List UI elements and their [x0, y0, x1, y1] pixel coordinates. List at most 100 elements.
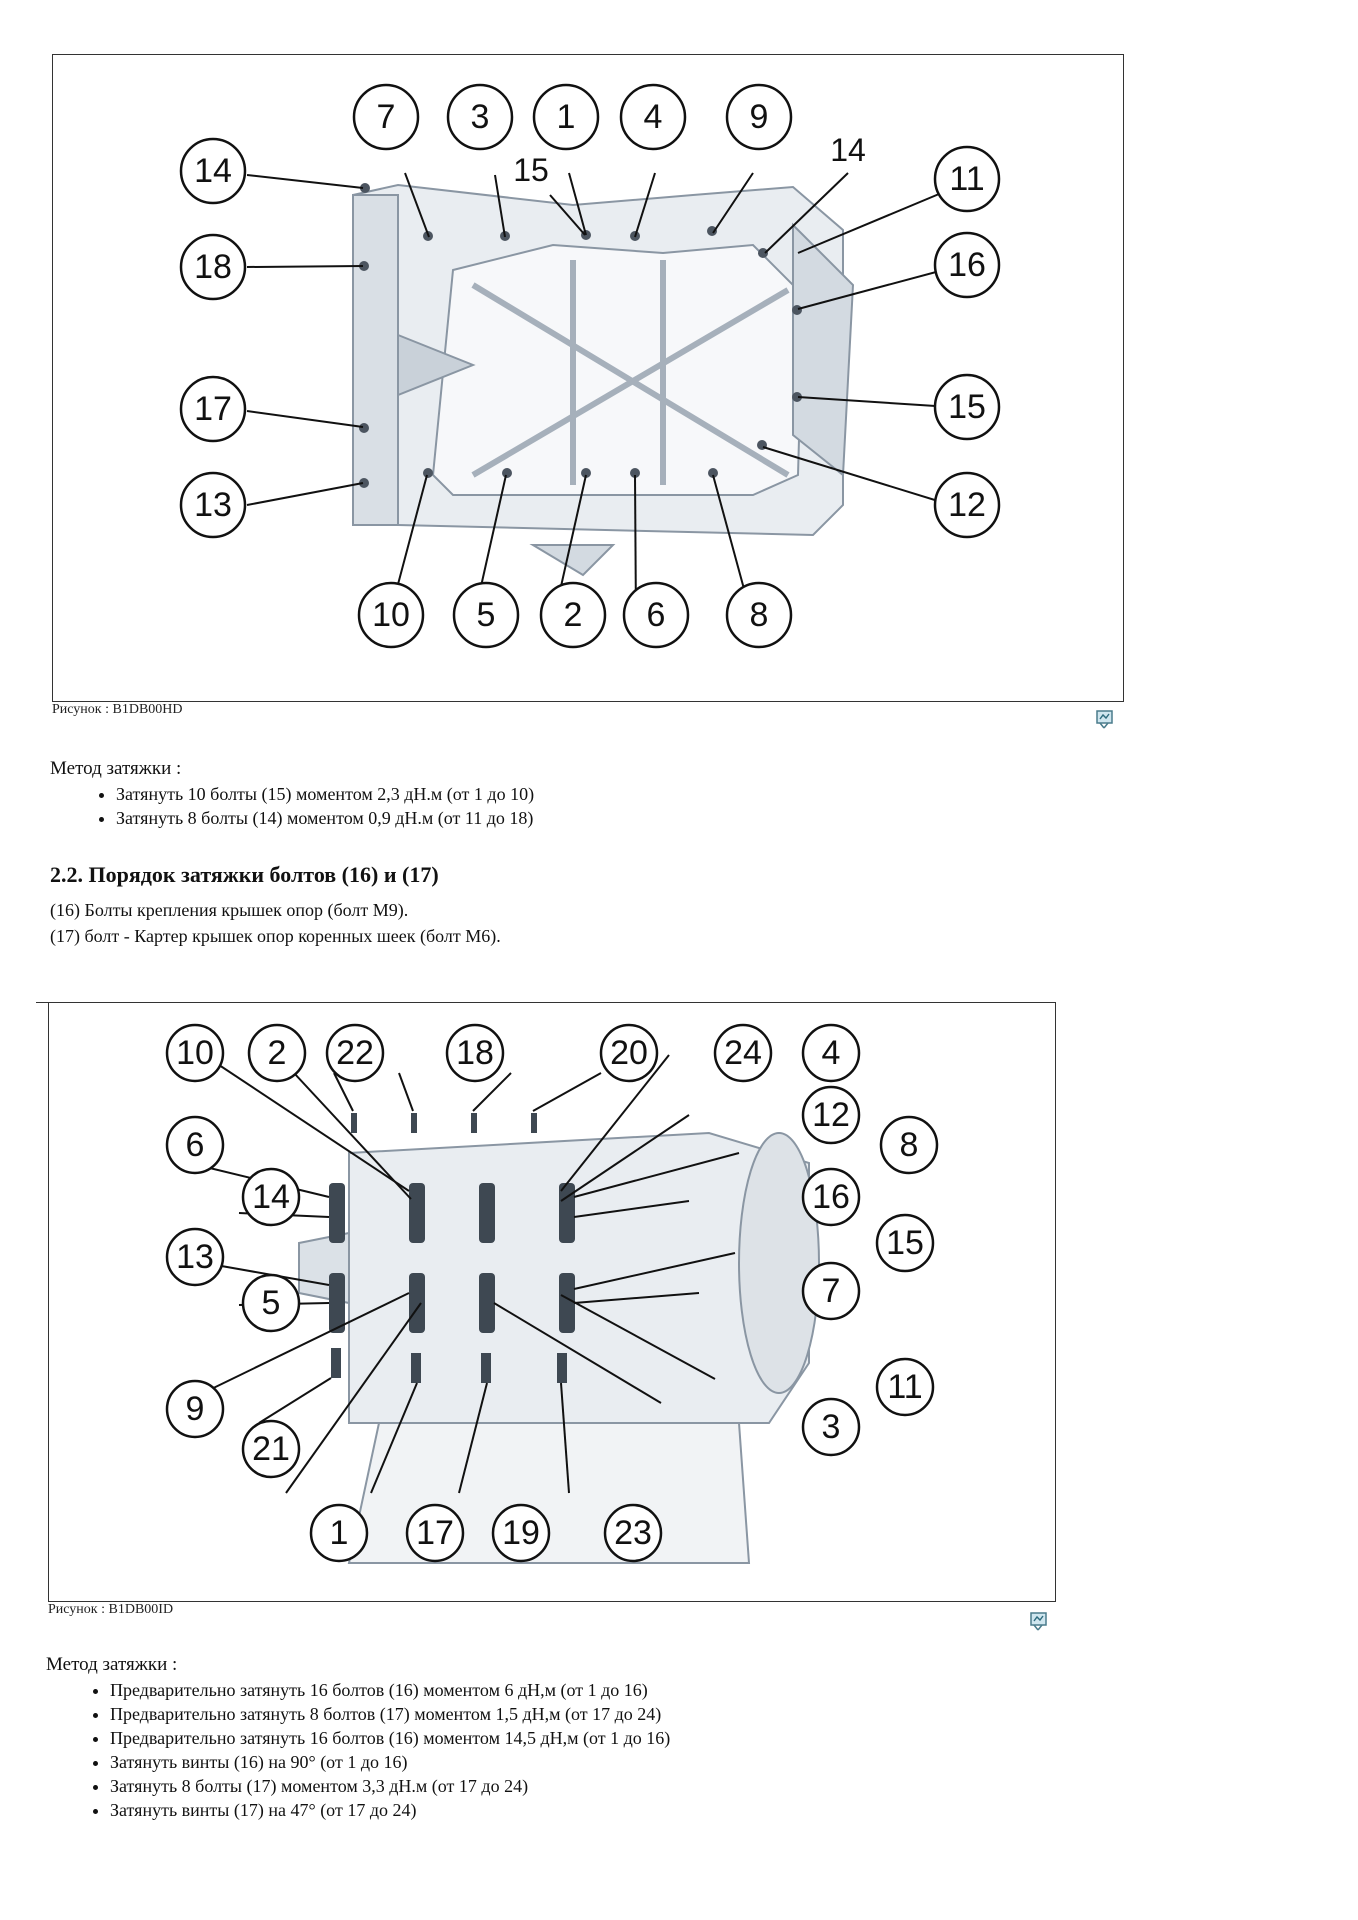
callout-24: 24 — [713, 1023, 773, 1083]
callout-17: 17 — [179, 375, 247, 443]
svg-text:4: 4 — [644, 98, 663, 136]
svg-text:24: 24 — [724, 1034, 762, 1072]
callout-3: 3 — [446, 83, 514, 151]
callout-10: 10 — [165, 1023, 225, 1083]
callout-16: 16 — [933, 231, 1001, 299]
method-2-step: Затянуть винты (16) на 90° (от 1 до 16) — [110, 1750, 1210, 1774]
svg-text:21: 21 — [252, 1430, 290, 1468]
method-1-steps: Затянуть 10 болты (15) моментом 2,3 дН.м… — [66, 782, 1116, 830]
callout-6: 6 — [622, 581, 690, 649]
svg-text:12: 12 — [948, 486, 986, 524]
callout-16: 16 — [801, 1167, 861, 1227]
callout-21: 21 — [241, 1419, 301, 1479]
callout-2: 2 — [247, 1023, 307, 1083]
figure-crankshaft-bearing-caps: 10 2 22 18 20 24 4 6 14 12 8 16 13 5 15 … — [48, 1002, 1056, 1602]
callout-9: 9 — [725, 83, 793, 151]
callout-7: 7 — [352, 83, 420, 151]
callout-14-left: 14 — [179, 137, 247, 205]
svg-text:19: 19 — [502, 1514, 540, 1552]
svg-text:1: 1 — [330, 1514, 349, 1552]
callout-9: 9 — [165, 1379, 225, 1439]
callout-6: 6 — [165, 1115, 225, 1175]
svg-text:16: 16 — [812, 1178, 850, 1216]
method-2-step: Затянуть 8 болты (17) моментом 3,3 дН.м … — [110, 1774, 1210, 1798]
callout-18: 18 — [179, 233, 247, 301]
svg-text:3: 3 — [822, 1408, 841, 1446]
free-label-14: 14 — [830, 132, 866, 168]
svg-text:18: 18 — [456, 1034, 494, 1072]
image-view-icon[interactable] — [1028, 1610, 1050, 1632]
callout-12: 12 — [801, 1085, 861, 1145]
callout-3: 3 — [801, 1397, 861, 1457]
figure-engine-lower-crankcase: 7 3 1 4 9 14 18 17 13 11 16 15 12 10 5 2… — [52, 54, 1124, 702]
section-line-17: (17) болт - Картер крышек опор коренных … — [50, 926, 501, 946]
svg-text:11: 11 — [887, 1368, 922, 1406]
method-2-title: Метод затяжки : — [46, 1654, 178, 1675]
svg-text:18: 18 — [194, 248, 232, 286]
svg-text:10: 10 — [372, 596, 410, 634]
callout-5: 5 — [241, 1273, 301, 1333]
bearing-bolt-columns — [329, 1113, 575, 1383]
section-heading: 2.2. Порядок затяжки болтов (16) и (17) — [50, 862, 439, 887]
callout-20: 20 — [599, 1023, 659, 1083]
callout-17: 17 — [405, 1503, 465, 1563]
svg-text:6: 6 — [647, 596, 666, 634]
section-line-16: (16) Болты крепления крышек опор (болт M… — [50, 900, 409, 920]
svg-text:8: 8 — [750, 596, 769, 634]
figure-2-drawing: 10 2 22 18 20 24 4 6 14 12 8 16 13 5 15 … — [165, 1023, 939, 1564]
svg-text:5: 5 — [477, 596, 496, 634]
svg-text:1: 1 — [557, 98, 576, 136]
figure-1-drawing: 7 3 1 4 9 14 18 17 13 11 16 15 12 10 5 2… — [179, 83, 1001, 649]
svg-text:9: 9 — [750, 98, 769, 136]
svg-text:17: 17 — [194, 390, 232, 428]
callout-group-1: 7 3 1 4 9 14 18 17 13 11 16 15 12 10 5 2… — [179, 83, 1001, 649]
method-1-step: Затянуть 10 болты (15) моментом 2,3 дН.м… — [116, 782, 1116, 806]
svg-text:17: 17 — [416, 1514, 454, 1552]
svg-text:9: 9 — [186, 1390, 205, 1428]
callout-13: 13 — [179, 471, 247, 539]
svg-text:10: 10 — [176, 1034, 214, 1072]
method-2-step: Предварительно затянуть 16 болтов (16) м… — [110, 1678, 1210, 1702]
callout-8: 8 — [879, 1115, 939, 1175]
callout-22: 22 — [325, 1023, 385, 1083]
method-2-step: Затянуть винты (17) на 47° (от 17 до 24) — [110, 1798, 1210, 1822]
svg-text:15: 15 — [948, 388, 986, 426]
method-2-step: Предварительно затянуть 8 болтов (17) мо… — [110, 1702, 1210, 1726]
svg-text:15: 15 — [886, 1224, 924, 1262]
svg-text:12: 12 — [812, 1096, 850, 1134]
svg-text:11: 11 — [949, 160, 984, 198]
method-1-step: Затянуть 8 болты (14) моментом 0,9 дН.м … — [116, 806, 1116, 830]
svg-text:2: 2 — [268, 1034, 287, 1072]
callout-2: 2 — [539, 581, 607, 649]
svg-text:7: 7 — [377, 98, 396, 136]
svg-text:4: 4 — [822, 1034, 841, 1072]
callout-11: 11 — [933, 145, 1001, 213]
callout-23: 23 — [603, 1503, 663, 1563]
method-2-steps: Предварительно затянуть 16 болтов (16) м… — [60, 1678, 1210, 1822]
callout-7: 7 — [801, 1261, 861, 1321]
method-1-title: Метод затяжки : — [50, 758, 182, 779]
svg-text:6: 6 — [186, 1126, 205, 1164]
svg-text:14: 14 — [194, 152, 232, 190]
callout-19: 19 — [491, 1503, 551, 1563]
leader-lines — [246, 172, 952, 623]
svg-text:8: 8 — [900, 1126, 919, 1164]
leader-lines-2 — [188, 1054, 740, 1494]
callout-5: 5 — [452, 581, 520, 649]
crankcase-drawing — [352, 183, 855, 577]
svg-text:2: 2 — [564, 596, 583, 634]
callout-4: 4 — [801, 1023, 861, 1083]
callout-8: 8 — [725, 581, 793, 649]
callout-14: 14 — [241, 1167, 301, 1227]
svg-text:20: 20 — [610, 1034, 648, 1072]
callout-15: 15 — [875, 1213, 935, 1273]
svg-text:13: 13 — [194, 486, 232, 524]
separator-line — [36, 1002, 56, 1003]
method-2-step: Предварительно затянуть 16 болтов (16) м… — [110, 1726, 1210, 1750]
callout-15-right: 15 — [933, 373, 1001, 441]
svg-text:16: 16 — [948, 246, 986, 284]
image-view-icon[interactable] — [1094, 708, 1116, 730]
callout-13: 13 — [165, 1227, 225, 1287]
figure-2-caption: Рисунок : B1DB00ID — [48, 1602, 174, 1617]
svg-text:7: 7 — [822, 1272, 841, 1310]
